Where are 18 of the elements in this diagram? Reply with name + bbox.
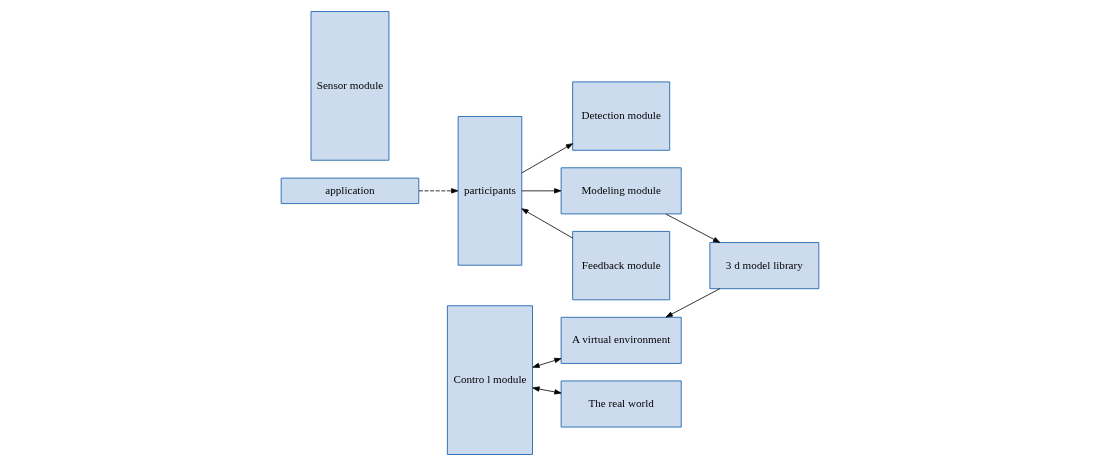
arrow xyxy=(521,143,573,174)
node-box: participants xyxy=(457,116,523,266)
node-box: 3 d model library xyxy=(709,242,820,290)
arrow xyxy=(521,208,573,239)
node-box: The real world xyxy=(560,380,682,428)
node-box: Detection module xyxy=(572,81,671,151)
node-box: Modeling module xyxy=(560,167,682,215)
node-box: Contro l module xyxy=(446,305,533,455)
node-box: application xyxy=(280,177,420,205)
node-box: A virtual environment xyxy=(560,316,682,364)
arrow xyxy=(418,188,459,194)
arrow xyxy=(532,357,562,368)
node-box: Sensor module xyxy=(310,11,390,161)
arrow xyxy=(521,188,562,194)
arrow xyxy=(665,288,721,318)
arrow xyxy=(532,386,562,395)
arrow xyxy=(665,213,721,243)
node-box: Feedback module xyxy=(572,230,671,301)
